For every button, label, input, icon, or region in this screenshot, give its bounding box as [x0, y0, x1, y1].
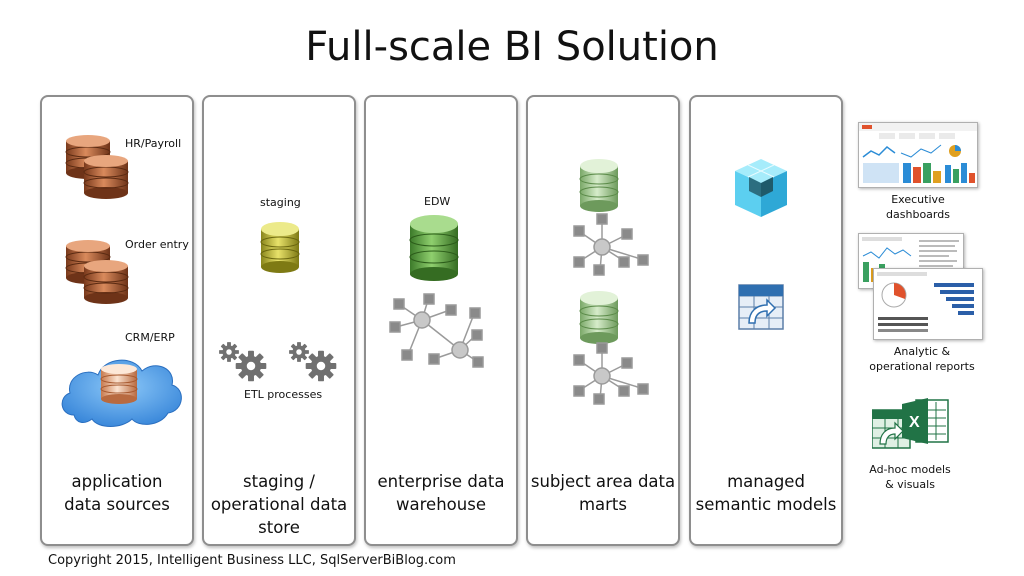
- panel-staging-ods: staging ETL processes staging / operatio…: [202, 95, 356, 546]
- excel-icon: X: [902, 398, 949, 444]
- crm-erp-cloud-icon: [61, 359, 182, 427]
- page-title: Full-scale BI Solution: [305, 24, 719, 70]
- panel-subject-area-data-marts: subject area data marts: [526, 95, 680, 546]
- etl-processes-label: ETL processes: [244, 388, 323, 401]
- panel-application-data-sources: HR/Payroll Order entry CRM/ERP applicati…: [40, 95, 194, 546]
- ad-hoc-models-icon: X: [872, 398, 949, 449]
- staging-database-icon: [260, 222, 300, 273]
- staging-label: staging: [260, 196, 301, 209]
- olap-cube-icon: [735, 159, 787, 217]
- crm-erp-label: CRM/ERP: [125, 331, 175, 344]
- analytic-operational-reports-label: Analytic & operational reports: [869, 345, 975, 373]
- edw-label: EDW: [424, 195, 451, 208]
- operational-report-thumbnail: [873, 268, 983, 340]
- hr-payroll-label: HR/Payroll: [125, 137, 182, 150]
- network-diagram-icon: [389, 293, 484, 368]
- star-schema-icon: [573, 213, 649, 276]
- svg-text:X: X: [909, 414, 920, 431]
- ad-hoc-models-label: Ad-hoc models & visuals: [869, 463, 951, 491]
- panel-enterprise-data-warehouse: EDW enterprise data warehouse: [364, 95, 518, 546]
- gear-icon: [219, 342, 337, 382]
- panel-managed-semantic-models: managed semantic models: [689, 95, 843, 546]
- hr-payroll-database-icon: [65, 135, 129, 199]
- panel-label: subject area data marts: [530, 472, 676, 514]
- order-entry-label: Order entry: [125, 238, 189, 251]
- executive-dashboard-thumbnail: [858, 122, 978, 188]
- data-mart-database-icon: [579, 291, 619, 344]
- panel-label: enterprise data warehouse: [377, 472, 505, 514]
- panel-label: application data sources: [64, 472, 170, 514]
- star-schema-icon: [573, 342, 649, 405]
- panel-label: staging / operational data store: [210, 472, 348, 537]
- executive-dashboards-label: Executive dashboards: [886, 193, 950, 221]
- copyright-text: Copyright 2015, Intelligent Business LLC…: [48, 553, 456, 568]
- panel-label: managed semantic models: [695, 472, 837, 514]
- tabular-model-icon: [738, 284, 784, 330]
- edw-database-icon: [409, 215, 459, 281]
- order-entry-database-icon: [65, 240, 129, 304]
- data-mart-database-icon: [579, 159, 619, 212]
